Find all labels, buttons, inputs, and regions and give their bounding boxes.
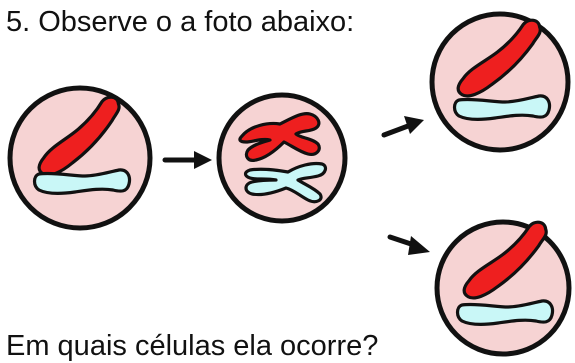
replicated-cell	[216, 92, 348, 224]
replicated-red-chromosome	[238, 112, 321, 162]
bottom-daughter-cell	[434, 219, 572, 357]
question-text: Em quais células ela ocorre?	[6, 330, 379, 362]
parent-cell	[7, 85, 153, 231]
arrow-to-replicated-cell	[162, 151, 212, 169]
arrow-to-top-daughter	[381, 116, 424, 138]
replicated-blue-chromosome	[243, 161, 328, 204]
top-daughter-membrane	[429, 11, 571, 153]
exercise-title: 5. Observe o a foto abaixo:	[6, 6, 355, 38]
top-daughter-cell	[429, 11, 571, 153]
replicated-cell-membrane	[216, 92, 348, 224]
bottom-daughter-membrane	[434, 219, 572, 357]
arrow-to-bottom-daughter	[387, 234, 430, 255]
